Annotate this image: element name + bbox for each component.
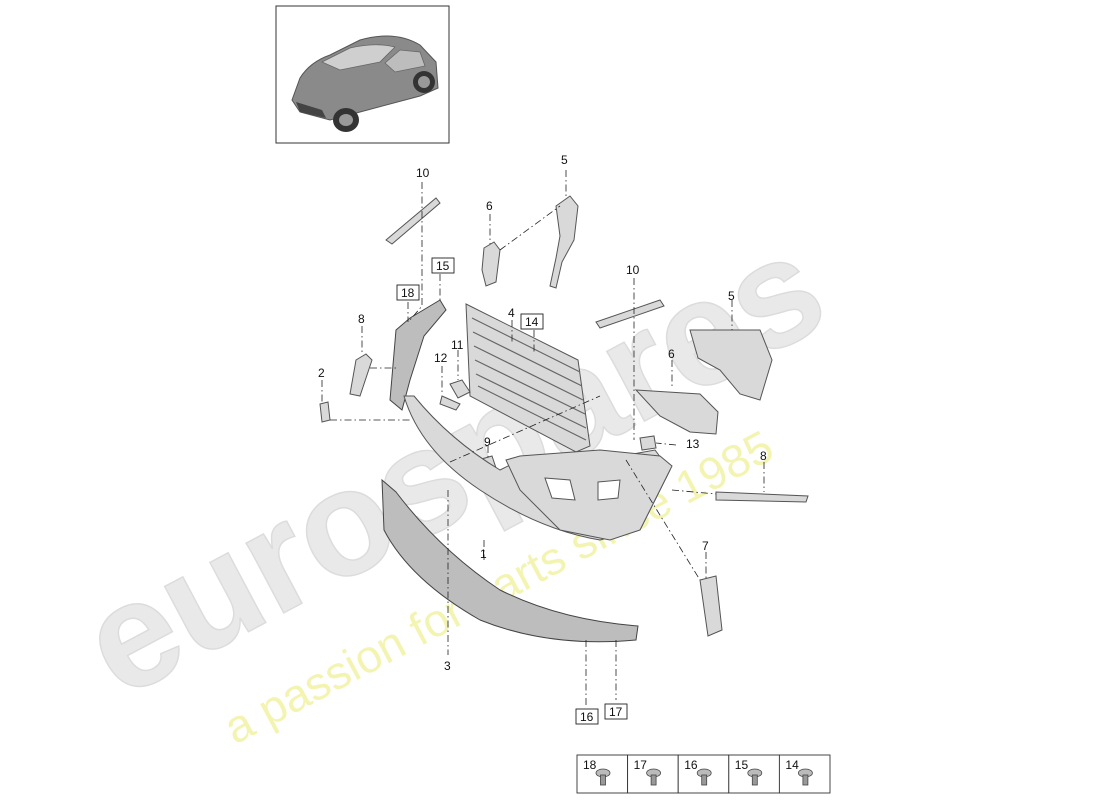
callout-4: 4 <box>508 306 515 320</box>
part-2-cap <box>319 401 331 423</box>
part-6-left-air-guide <box>481 241 501 287</box>
part-8-right-reflector <box>715 491 809 503</box>
part-left-bumper-side <box>389 299 447 411</box>
legend-cell-14: 14 <box>778 754 831 794</box>
callout-7: 7 <box>702 539 709 553</box>
callout-9: 9 <box>484 435 491 449</box>
callout-2: 2 <box>318 366 325 380</box>
screw-icon <box>747 768 763 786</box>
callout-5-left: 5 <box>561 153 568 167</box>
callout-1: 1 <box>480 547 487 561</box>
callout-box-17: 17 <box>604 703 628 720</box>
part-5-left-bracket <box>549 195 579 289</box>
legend-number: 16 <box>684 758 698 772</box>
svg-text:15: 15 <box>436 259 450 273</box>
part-4-grille <box>465 303 591 453</box>
callout-13: 13 <box>686 437 700 451</box>
callout-8-left: 8 <box>358 312 365 326</box>
rivet-icon <box>595 768 611 786</box>
part-8-left-reflector <box>349 353 373 397</box>
part-12-trim <box>439 395 461 411</box>
callout-10-right: 10 <box>626 263 640 277</box>
callout-8-right: 8 <box>760 449 767 463</box>
callout-10-left: 10 <box>416 166 430 180</box>
legend-cell-18: 18 <box>576 754 629 794</box>
callout-6-right: 6 <box>668 347 675 361</box>
legend-cell-16: 16 <box>677 754 730 794</box>
callout-12: 12 <box>434 351 448 365</box>
part-7-bracket <box>699 575 723 637</box>
leader-lines <box>321 170 765 705</box>
svg-text:17: 17 <box>609 705 623 719</box>
legend-number: 15 <box>735 758 749 772</box>
expanding-rivet-icon <box>696 768 712 786</box>
car-suv-thumbnail-icon <box>291 35 439 132</box>
callout-11: 11 <box>451 338 464 352</box>
callouts: 10 5 6 8 2 4 11 12 9 10 5 6 13 8 1 7 3 1… <box>318 153 767 725</box>
callout-box-15: 15 <box>431 257 455 274</box>
part-3-lower-spoiler <box>381 478 639 643</box>
legend-cell-15: 15 <box>728 754 780 794</box>
clip-icon <box>646 768 661 786</box>
part-10-right-strip <box>595 299 665 329</box>
legend-cell-17: 17 <box>627 754 679 794</box>
part-11-trim <box>449 379 471 399</box>
callout-6-left: 6 <box>486 199 493 213</box>
callout-box-18: 18 <box>396 284 420 301</box>
fastener-legend: 18 17 16 15 14 <box>576 754 831 794</box>
vehicle-thumbnail <box>275 5 450 144</box>
callout-3: 3 <box>444 659 451 673</box>
callout-box-16: 16 <box>575 708 599 725</box>
legend-number: 14 <box>785 758 799 772</box>
svg-text:18: 18 <box>401 286 415 300</box>
svg-text:16: 16 <box>580 710 594 724</box>
legend-number: 18 <box>583 758 597 772</box>
svg-text:14: 14 <box>525 315 539 329</box>
callout-5-right: 5 <box>728 289 735 303</box>
part-13-clip <box>639 435 657 451</box>
part-1-bumper-right <box>505 449 673 541</box>
legend-number: 17 <box>634 758 648 772</box>
bolt-icon <box>798 768 813 786</box>
callout-box-14: 14 <box>520 313 544 330</box>
part-10-left-strip <box>385 197 441 245</box>
part-1-bumper-opening <box>544 477 621 501</box>
part-5-right-bracket <box>689 329 773 401</box>
part-6-right-air-guide <box>634 389 719 435</box>
watermark: eurospares a passion for parts since 198… <box>55 199 849 753</box>
